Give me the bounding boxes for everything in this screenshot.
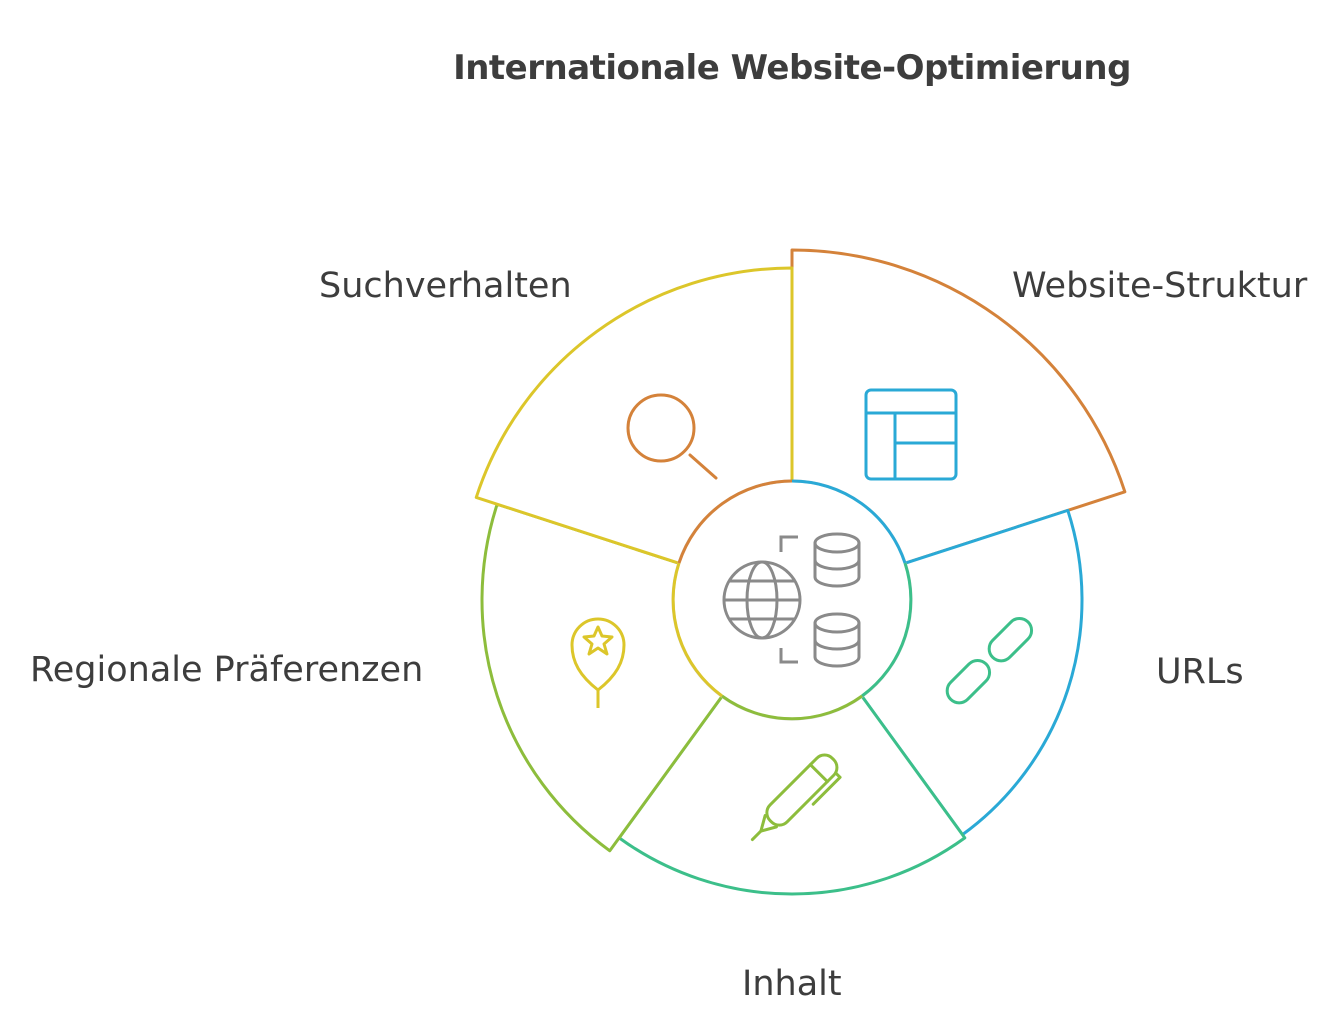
link-icon [945,616,1034,705]
center-ring-left [671,562,723,698]
segment-layout [860,508,1084,837]
segment-pen [480,502,724,853]
search-icon [626,393,718,480]
label-inhalt: Inhalt [742,964,842,1004]
label-regionale-praeferenzen: Regionale Präferenzen [30,650,424,690]
pen-icon [750,753,842,842]
label-urls: URLs [1156,652,1244,692]
center-ring-upper-left [677,479,793,564]
star-pin-icon [570,617,626,708]
globe-icon [722,560,802,640]
bracket-icon [779,535,798,664]
database-icon [813,532,861,588]
center-ring-right [861,562,913,698]
diagram-title: Internationale Website-Optimierung [453,48,1131,88]
label-suchverhalten: Suchverhalten [319,266,572,306]
center-ring-top [791,479,907,564]
database-icon [813,612,861,668]
layout-icon [864,388,958,481]
label-website-struktur: Website-Struktur [1012,266,1308,306]
segment-search [790,248,1127,565]
center-ring-bottom [721,694,863,721]
segment-link [617,695,967,896]
segment-star-pin [474,266,794,565]
